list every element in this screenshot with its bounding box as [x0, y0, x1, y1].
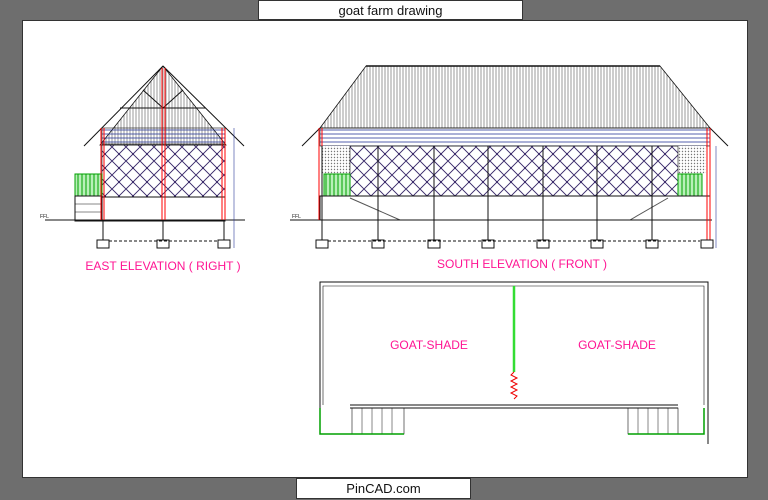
south-elevation-label: SOUTH ELEVATION ( FRONT ) — [437, 257, 607, 271]
south-elevation: FFL SOUTH ELEVATION ( FRONT ) — [290, 65, 729, 271]
footer-brand: PinCAD.com — [296, 478, 471, 499]
goat-shade-plan: GOAT-SHADE GOAT-SHADE — [319, 281, 709, 444]
east-elevation: FFL EAST ELEVATION ( RIGHT ) — [40, 65, 245, 273]
drawing-title: goat farm drawing — [258, 0, 523, 20]
east-elevation-label: EAST ELEVATION ( RIGHT ) — [85, 259, 240, 273]
plan-label-left: GOAT-SHADE — [390, 338, 468, 352]
columns-and-footings — [315, 146, 714, 249]
level-marker-south: FFL — [292, 214, 301, 220]
plan-label-right: GOAT-SHADE — [578, 338, 656, 352]
level-marker-east: FFL — [40, 214, 49, 220]
